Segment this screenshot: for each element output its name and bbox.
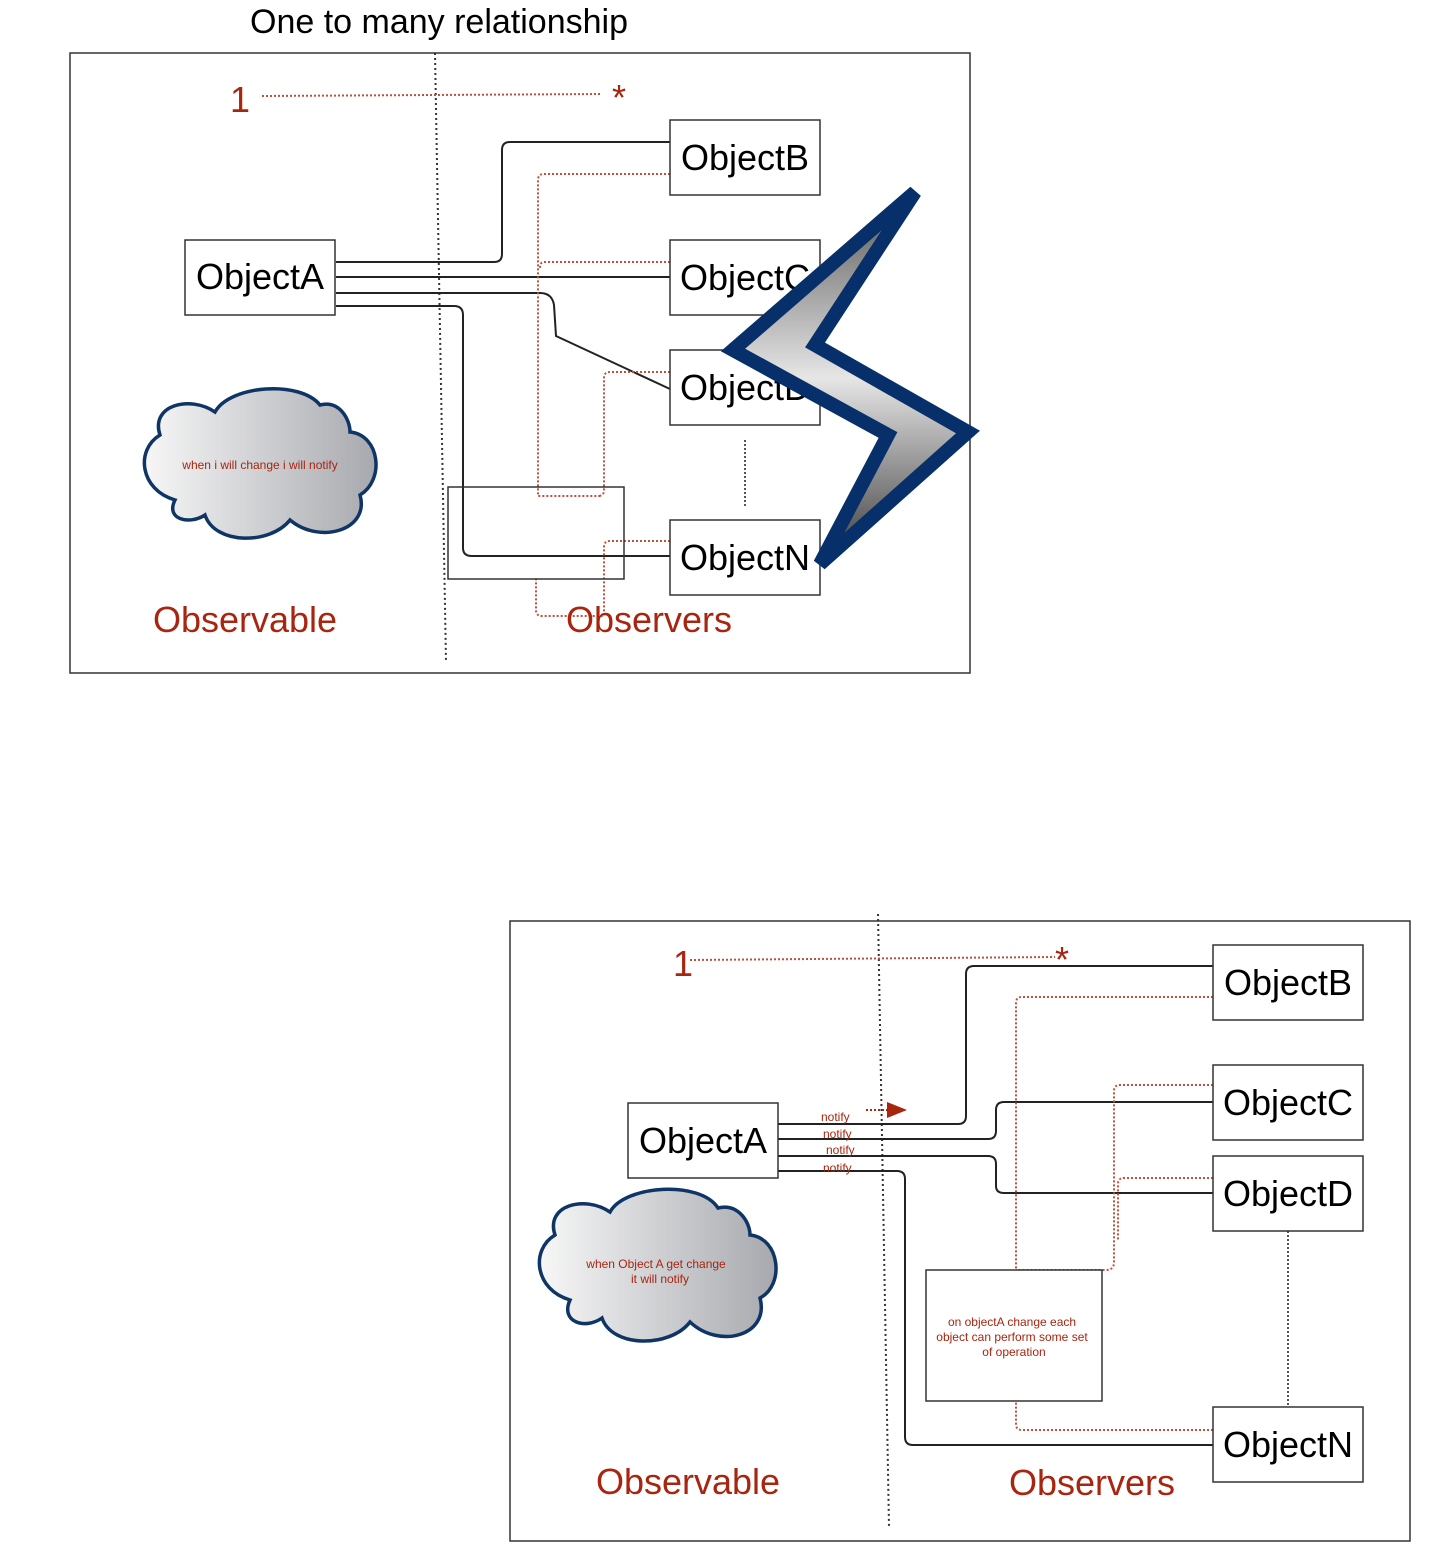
top-object-n-label: ObjectN [680, 537, 810, 578]
top-title: One to many relationship [250, 3, 628, 41]
bottom-object-a-box [627, 1102, 779, 1179]
bottom-object-d-label: ObjectD [1223, 1173, 1353, 1214]
bottom-note-line-2: object can perform some set [936, 1330, 1088, 1344]
top-cloud-shape [142, 387, 378, 540]
bottom-object-d-box [1212, 1155, 1364, 1232]
bottom-object-b: ObjectB [1212, 944, 1364, 1021]
bottom-multiplicity-line [689, 956, 1056, 961]
bottom-red-connectors [1015, 996, 1213, 1431]
bottom-object-a-label: ObjectA [639, 1120, 767, 1161]
bottom-diagram: 1 * notify notify notify notify on objec… [509, 913, 1411, 1542]
bottom-observable-label: Observable [596, 1461, 780, 1502]
top-observers-label: Observers [566, 599, 732, 640]
bottom-object-n-label: ObjectN [1223, 1424, 1353, 1465]
bottom-object-n: ObjectN [1212, 1406, 1364, 1483]
notify-label-2: notify [823, 1127, 852, 1141]
top-red-b [537, 173, 670, 497]
bottom-object-c-label: ObjectC [1223, 1082, 1353, 1123]
top-object-c-label: ObjectC [680, 257, 810, 298]
top-connector-d [336, 292, 671, 390]
top-object-b-label: ObjectB [681, 137, 809, 178]
top-group-box [447, 486, 625, 580]
top-multiplicity-line [261, 93, 603, 97]
top-red-c [539, 261, 670, 269]
bottom-frame [509, 920, 1411, 1542]
bottom-cloud-text-line-2: it will notify [631, 1272, 689, 1286]
top-connector-b [336, 141, 670, 263]
bottom-object-b-box [1212, 944, 1364, 1021]
bottom-note-box [925, 1269, 1103, 1402]
bottom-note-line-3: of operation [982, 1345, 1045, 1359]
top-frame [69, 52, 971, 674]
top-divider [434, 52, 447, 663]
top-object-a: ObjectA [184, 239, 336, 316]
bottom-object-b-label: ObjectB [1224, 962, 1352, 1003]
bottom-cloud-shape [537, 1187, 778, 1343]
top-object-n: ObjectN [669, 519, 821, 596]
top-red-connectors [535, 173, 670, 617]
top-connector-n [336, 305, 670, 557]
bottom-connector-d [778, 1155, 1213, 1194]
lightning-bolt-icon [720, 186, 980, 570]
top-object-a-box [184, 239, 336, 316]
bottom-red-d [1117, 1177, 1213, 1240]
notify-label-1: notify [821, 1110, 850, 1124]
bottom-red-n [1015, 1401, 1213, 1431]
bottom-object-n-box [1212, 1406, 1364, 1483]
top-observable-label: Observable [153, 599, 337, 640]
top-object-b: ObjectB [669, 119, 821, 196]
bottom-multiplicity-one: 1 [673, 943, 693, 984]
bottom-black-connectors [778, 965, 1213, 1446]
bottom-object-c: ObjectC [1212, 1064, 1364, 1141]
top-black-connectors [336, 141, 671, 557]
top-object-a-label: ObjectA [196, 256, 324, 297]
top-diagram: One to many relationship 1 * O [69, 3, 980, 674]
bottom-object-c-box [1212, 1064, 1364, 1141]
top-object-b-box [669, 119, 821, 196]
top-cloud-text: when i will change i will notify [181, 458, 337, 472]
top-object-c: ObjectC [669, 239, 821, 316]
bottom-cloud-text-line-1: when Object A get change [585, 1257, 726, 1271]
notify-label-3: notify [826, 1143, 855, 1157]
bottom-observers-label: Observers [1009, 1462, 1175, 1503]
top-multiplicity-one: 1 [230, 79, 250, 120]
bottom-connector-b [778, 965, 1213, 1125]
notify-label-4: notify [823, 1161, 852, 1175]
top-red-d [597, 371, 670, 497]
bottom-note-line-1: on objectA change each [948, 1315, 1076, 1329]
bottom-connector-c [778, 1101, 1213, 1140]
bottom-connector-n [778, 1170, 1213, 1446]
bottom-object-d: ObjectD [1212, 1155, 1364, 1232]
bottom-multiplicity-many: * [1055, 939, 1069, 980]
top-multiplicity-many: * [612, 77, 626, 118]
bottom-red-b [1015, 996, 1213, 1270]
top-object-n-box [669, 519, 821, 596]
bottom-divider [877, 913, 890, 1528]
bottom-object-a: ObjectA [627, 1102, 779, 1179]
